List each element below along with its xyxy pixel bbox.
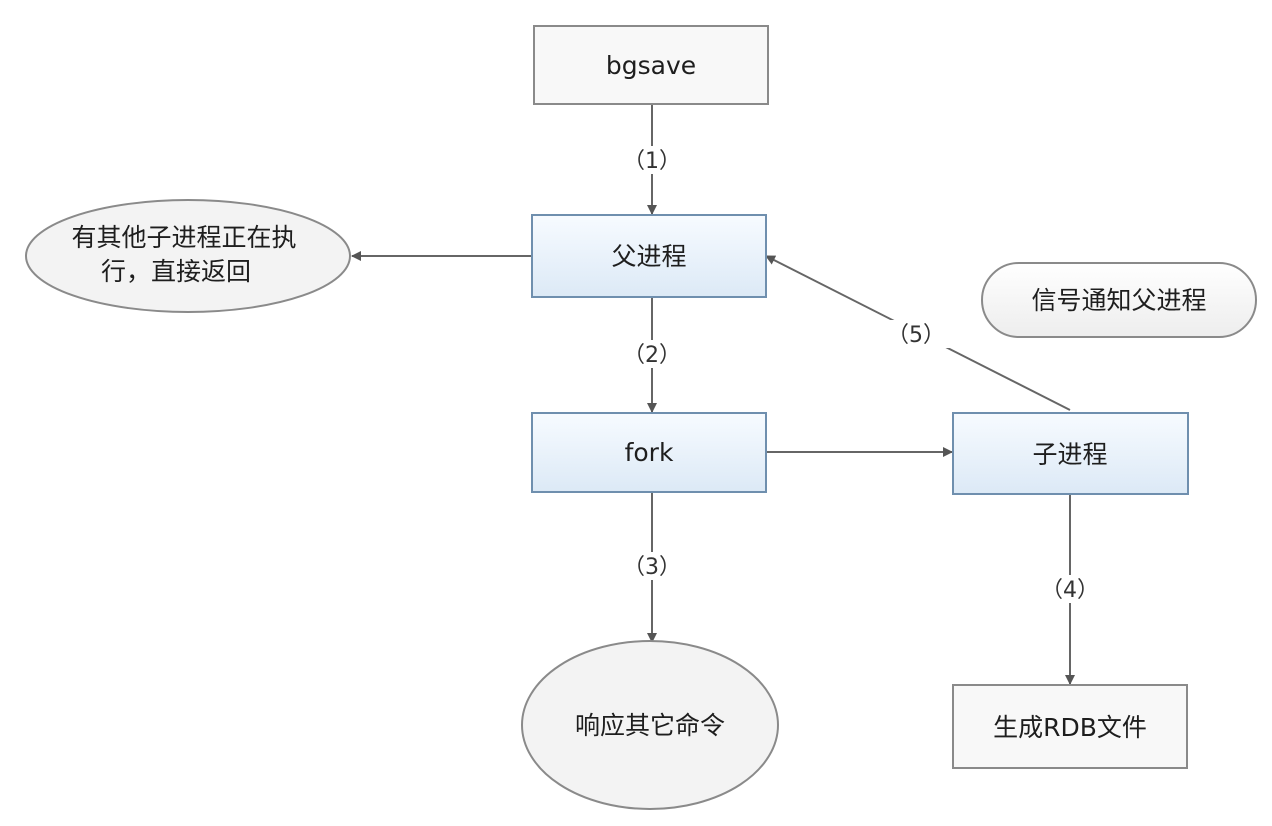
signal-notify-parent-node [981,262,1257,338]
child-process-node [952,412,1189,495]
step5-label-bg [880,320,952,348]
generate-rdb-label: 生成RDB文件 [993,713,1147,742]
signal-notify-parent-label: 信号通知父进程 [1031,286,1206,315]
step2-label: （2） [623,343,681,368]
step4-label-bg [1034,575,1106,603]
bgsave-node-label: bgsave [606,51,696,80]
respond-other-commands-label: 响应其它命令 [575,711,725,740]
parent-process-node [531,214,767,298]
step5-label: （5） [887,323,945,348]
step4-label: （4） [1041,578,1099,603]
child-process-label: 子进程 [1032,440,1107,469]
step3-label: （3） [623,555,681,580]
step3-label-bg [618,552,688,580]
other-child-running-line-2: 行，直接返回 [101,257,251,286]
other-child-running-line-1: 有其他子进程正在执 [72,223,297,252]
parent-process-label: 父进程 [611,242,686,271]
generate-rdb-node [952,684,1188,769]
fork-node [531,412,767,493]
other-child-running-node [25,199,351,313]
respond-other-commands-node [521,640,779,810]
step2-label-bg [618,340,688,368]
step1-label: （1） [623,149,681,174]
step1-label-bg [618,146,688,174]
other-child-running-label: 有其他子进程正在执 行，直接返回 [72,223,305,286]
fork-node-label: fork [625,438,674,467]
bgsave-node [533,25,769,105]
